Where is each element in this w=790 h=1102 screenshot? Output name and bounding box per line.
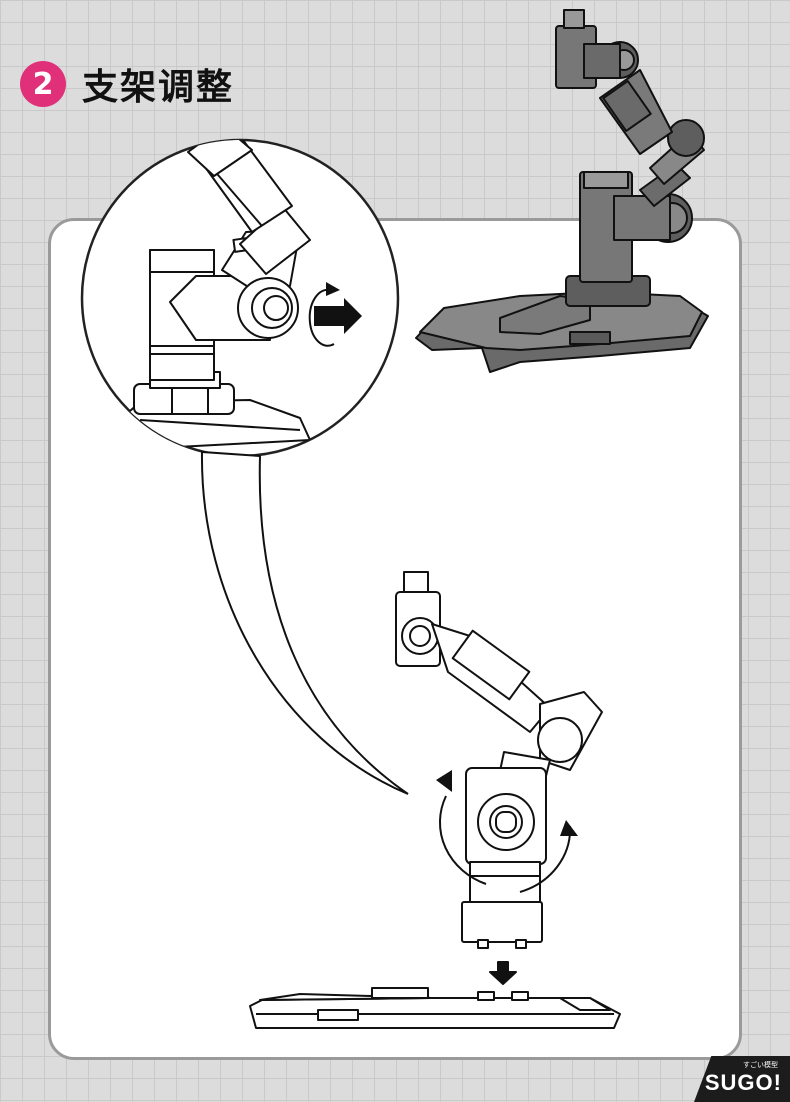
brand-logo-text: SUGO! [704, 1070, 782, 1095]
step-title: 支架调整 [82, 67, 235, 108]
closeup-rotation-icon [80, 138, 400, 458]
assembled-stand-icon [415, 9, 709, 373]
brand-tagline: すごい模型 [743, 1061, 778, 1069]
step-header: 2 支架调整 [20, 58, 234, 110]
step-number-badge: 2 [20, 61, 66, 107]
brand-logo: すごい模型 SUGO! [694, 1056, 790, 1102]
pointer-curve [200, 450, 409, 795]
step-number: 2 [32, 66, 54, 102]
attach-arm-to-base-icon [249, 571, 621, 1029]
